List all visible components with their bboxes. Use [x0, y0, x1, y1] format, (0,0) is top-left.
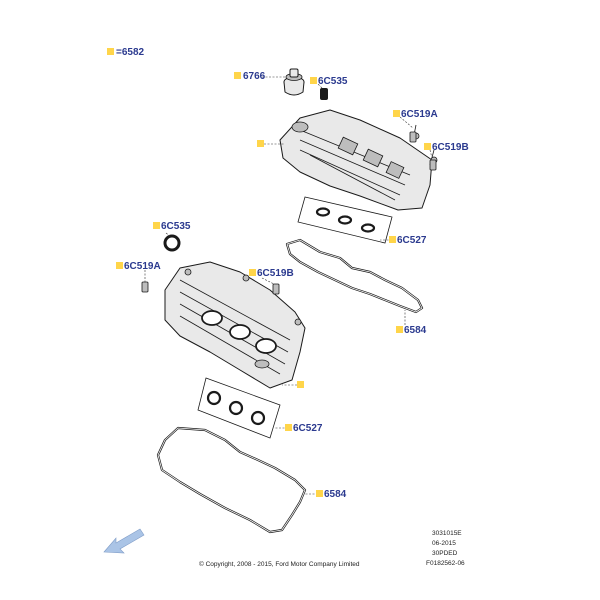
callout-marker-left-cover [297, 381, 304, 388]
callout-6c527-right: 6C527 [389, 235, 427, 246]
ref-line-1: 3031015E [432, 530, 462, 537]
legend-text: =6582 [116, 47, 145, 58]
legend: =6582 [107, 47, 145, 58]
svg-text:6C535: 6C535 [318, 76, 348, 87]
cover-gasket-left [156, 426, 307, 534]
svg-text:6584: 6584 [404, 325, 427, 336]
bolt-6c519a-left [141, 281, 149, 293]
seal-6c535-left [163, 234, 181, 252]
svg-text:6584: 6584 [324, 489, 347, 500]
callout-6c519a-left: 6C519A [116, 261, 161, 272]
spark-plug-seal-plate-left [197, 377, 281, 439]
callout-6c535-top: 6C535 [310, 76, 348, 87]
callout-6c535-left: 6C535 [153, 221, 191, 232]
callout-6766: 6766 [234, 71, 266, 82]
callout-6c519b-right: 6C519B [424, 142, 469, 153]
valve-cover-left [164, 261, 306, 389]
callout-6c527-left: 6C527 [285, 423, 323, 434]
svg-text:6C535: 6C535 [161, 221, 191, 232]
ref-line-4: F0182562-06 [426, 560, 465, 567]
valve-cover-right [279, 109, 438, 211]
bolt-6c519b-left [272, 283, 280, 295]
oil-filler-cap [283, 68, 305, 96]
legend-marker [107, 48, 114, 55]
bolt-6c519a-right [409, 131, 417, 143]
callouts: 6766 6C535 6C519A 6C519B 6C527 6584 6C53… [116, 71, 469, 500]
ref-line-3: 30PDED [432, 550, 458, 557]
callout-6584-left: 6584 [316, 489, 347, 500]
svg-text:6C519B: 6C519B [432, 142, 469, 153]
svg-text:6C519A: 6C519A [124, 261, 161, 272]
callout-6584-right: 6584 [396, 325, 427, 336]
copyright-text: © Copyright, 2008 - 2015, Ford Motor Com… [199, 560, 360, 568]
ref-line-2: 06-2015 [432, 540, 456, 547]
seal-6c535-top [320, 88, 328, 100]
svg-text:6C527: 6C527 [397, 235, 427, 246]
svg-text:6766: 6766 [243, 71, 266, 82]
spark-plug-seal-plate-right [297, 196, 393, 244]
cover-gasket-right [285, 238, 424, 314]
footer: © Copyright, 2008 - 2015, Ford Motor Com… [199, 530, 465, 568]
front-direction-arrow-icon [103, 528, 145, 554]
svg-text:6C527: 6C527 [293, 423, 323, 434]
bolt-6c519b-right [429, 159, 437, 171]
callout-6c519a-right: 6C519A [393, 109, 438, 120]
callout-6c519b-left: 6C519B [249, 268, 294, 279]
callout-marker-right-cover [257, 140, 264, 147]
svg-text:6C519B: 6C519B [257, 268, 294, 279]
svg-text:6C519A: 6C519A [401, 109, 438, 120]
